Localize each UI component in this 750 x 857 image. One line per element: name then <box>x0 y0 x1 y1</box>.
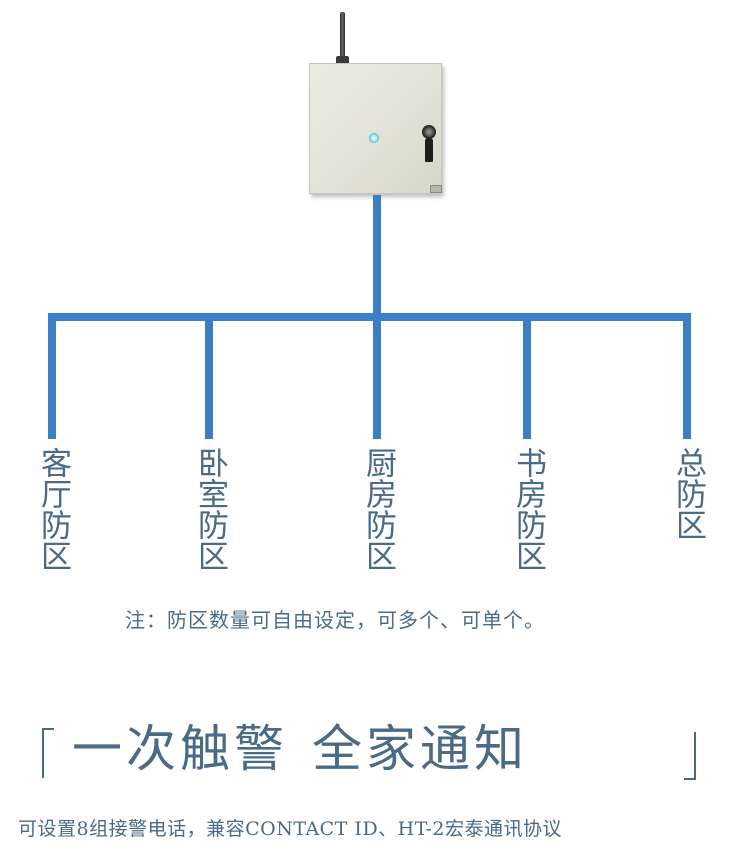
zone-label-living-room: 客厅防区 <box>35 447 71 571</box>
headline-part-2: 全家通知 <box>312 720 528 778</box>
zone-wire-living-room <box>48 313 56 439</box>
main-wire <box>373 195 381 315</box>
zone-note: 注：防区数量可自由设定，可多个、可单个。 <box>125 608 545 632</box>
headline-part-1: 一次触警 <box>72 720 288 778</box>
zone-wire-bedroom <box>205 313 213 439</box>
status-led-icon <box>369 133 379 143</box>
zone-label-kitchen: 厨房防区 <box>360 447 396 571</box>
footer-text: 可设置8组接警电话，兼容CONTACT ID、HT-2宏泰通讯协议 <box>18 818 562 840</box>
antenna-icon <box>340 12 345 68</box>
key-icon <box>425 138 433 162</box>
zone-label-study: 书房防区 <box>510 447 546 571</box>
alarm-panel-icon <box>309 63 442 194</box>
bus-wire <box>48 313 691 321</box>
panel-badge <box>430 185 442 193</box>
key-lock-icon <box>422 125 436 139</box>
headline: 一次触警全家通知 <box>72 714 672 784</box>
bracket-right <box>684 732 696 780</box>
zone-wire-kitchen <box>373 313 381 439</box>
zone-wire-master <box>683 313 691 439</box>
zone-label-master: 总防区 <box>670 447 706 540</box>
zone-wire-study <box>523 313 531 439</box>
zone-label-bedroom: 卧室防区 <box>192 447 228 571</box>
bracket-left <box>42 728 54 778</box>
